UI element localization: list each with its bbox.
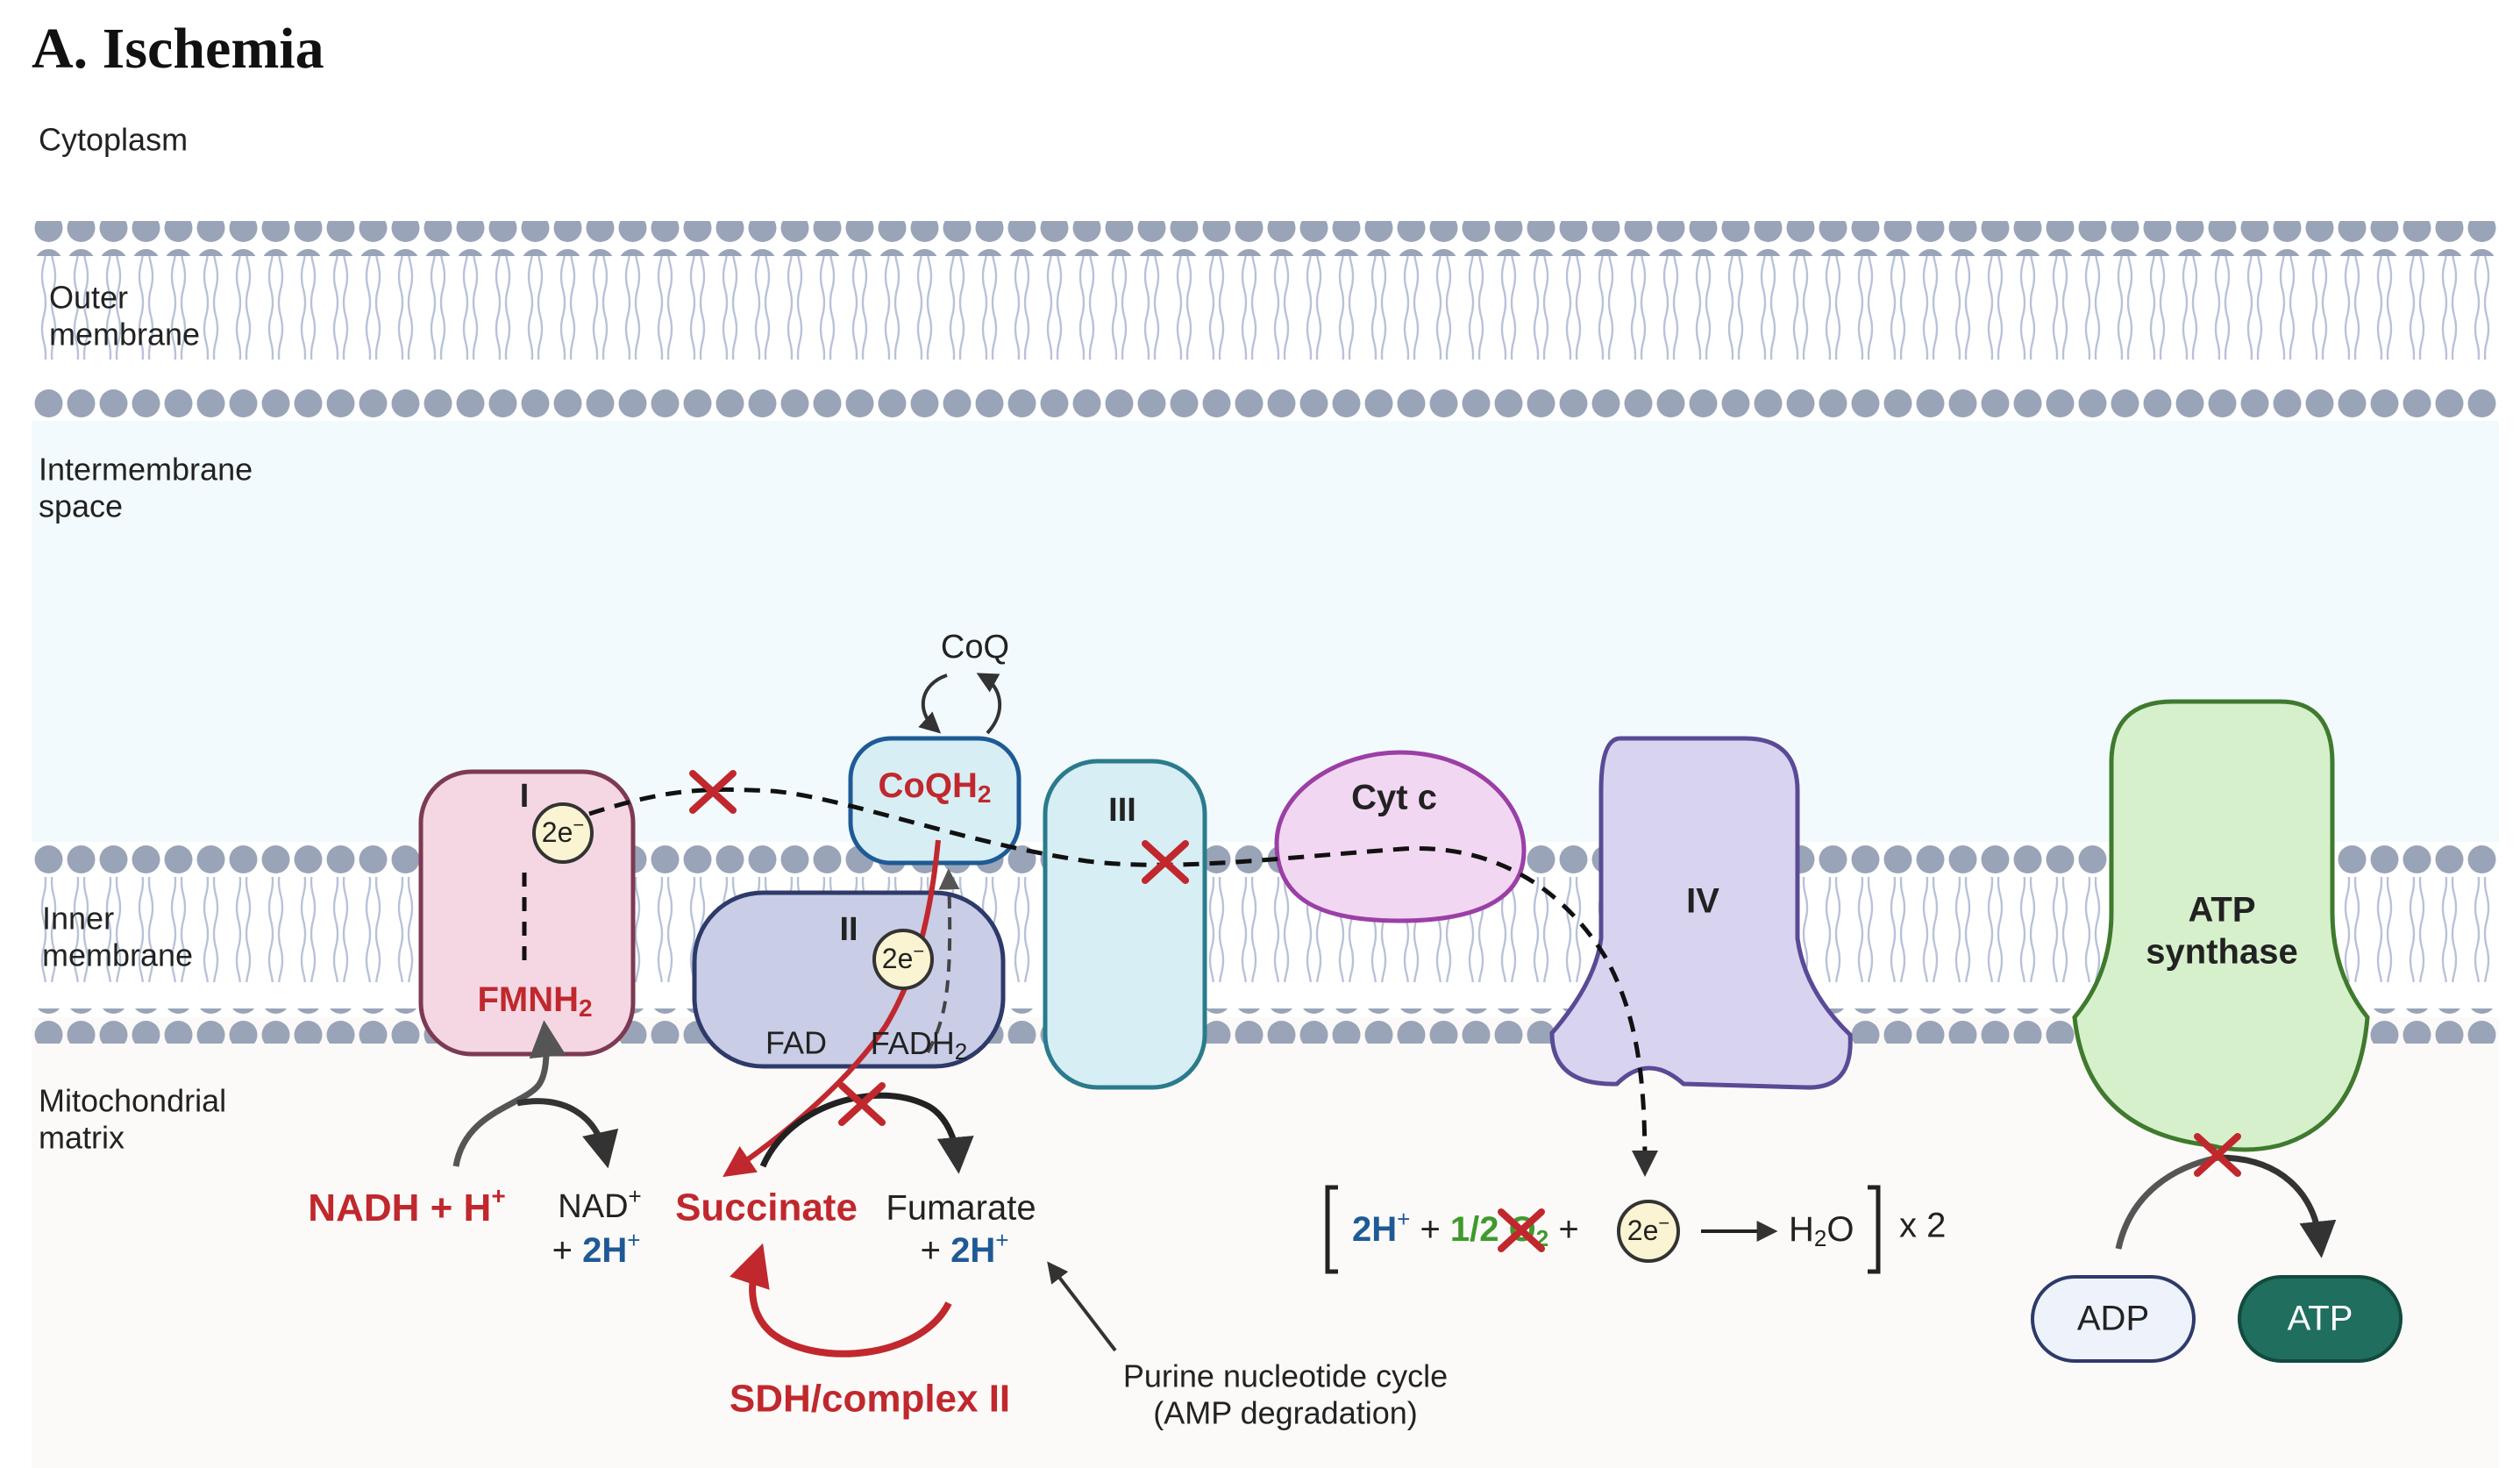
fad-label: FAD [765, 1025, 827, 1061]
electron-path-complex-ii [926, 868, 960, 1053]
svg-text:2e−: 2e− [542, 814, 584, 849]
label-inner-membrane-1: Inner [42, 901, 114, 937]
fmnh2-label: FMNH2 [477, 980, 592, 1023]
cytochrome-c: Cyt c [1274, 750, 1527, 923]
atp-synthase-label-2: synthase [2146, 933, 2297, 972]
purine-label-1: Purine nucleotide cycle [1123, 1358, 1448, 1394]
complex-i-label: I [520, 778, 530, 815]
nadh-label: NADH + H+ [308, 1182, 505, 1229]
sdh-label: SDH/complex II [730, 1378, 1010, 1421]
adp-pill: ADP [2031, 1275, 2196, 1363]
succinate-fumarate-arrow [759, 1092, 974, 1174]
oxygen-reduction-equation: 2H+ + 1/2 O2 + 2e− H2O x 2 [1325, 1185, 1946, 1274]
label-intermembrane-1: Intermembrane [39, 452, 253, 488]
label-matrix-1: Mitochondrial [39, 1083, 226, 1119]
sdh-cycle-arrow [730, 1243, 952, 1358]
electron-path-dashed [588, 787, 1658, 1177]
label-cytoplasm: Cytoplasm [39, 122, 188, 158]
atp-synthase: ATP synthase [2072, 699, 2370, 1152]
succinate-label: Succinate [675, 1187, 858, 1229]
fadh2-label: FADH2 [871, 1025, 967, 1065]
nadh-arrow-out [516, 1098, 619, 1169]
fumarate-label: Fumarate [886, 1189, 1036, 1228]
label-intermembrane-2: space [39, 488, 123, 524]
cyt-c-label: Cyt c [1351, 779, 1437, 817]
coq-label: CoQ [941, 629, 1009, 666]
atp-label: ATP [2288, 1300, 2353, 1338]
equation-times: x 2 [1899, 1207, 1946, 1245]
label-outer-membrane-2: membrane [49, 317, 200, 353]
electron-complex-i: 2e− [532, 802, 594, 864]
purine-arrow [1047, 1261, 1117, 1352]
adp-label: ADP [2077, 1300, 2149, 1338]
coq-cycle-arrow-right [976, 673, 1002, 735]
coqh2-label: CoQH2 [879, 766, 992, 809]
label-inner-membrane-2: membrane [42, 937, 193, 973]
svg-text:2e−: 2e− [882, 940, 924, 975]
label-outer-membrane-1: Outer [49, 280, 128, 316]
nad-label: NAD+ [558, 1183, 641, 1225]
complex-iii: III [1043, 759, 1207, 1090]
nad-2h-label: + 2H+ [552, 1227, 641, 1270]
equation-electron: 2e− [1627, 1212, 1669, 1247]
inhibition-x-complex-ii [838, 1082, 886, 1126]
atp-synthase-label-1: ATP [2188, 891, 2255, 930]
inhibition-x-complex-i-coq [689, 770, 737, 814]
complex-iv-label: IV [1686, 882, 1719, 921]
coq-cycle-arrow-left [918, 673, 948, 734]
atp-pill: ATP [2238, 1275, 2403, 1363]
matrix-band [32, 1017, 2499, 1468]
figure-title: A. Ischemia [32, 17, 324, 81]
inhibition-x-complex-iii [1142, 840, 1189, 884]
inhibition-x-oxygen [1498, 1208, 1545, 1252]
atp-arrow-out [2217, 1154, 2337, 1258]
complex-ii-label: II [839, 911, 858, 948]
label-matrix-2: matrix [39, 1120, 125, 1156]
purine-label-2: (AMP degradation) [1153, 1395, 1418, 1431]
atp-arrow-in [2115, 1154, 2219, 1250]
equation-water: H2O [1789, 1210, 1854, 1251]
inhibition-x-atp-synthase [2194, 1133, 2241, 1177]
nadh-arrow-up [452, 1020, 566, 1167]
outer-membrane [32, 221, 2499, 421]
intermembrane-space-band [32, 421, 2499, 842]
complex-ii: II [692, 890, 1006, 1069]
electron-complex-ii: 2e− [872, 929, 934, 990]
complex-iii-label: III [1108, 792, 1136, 829]
fumarate-2h-label: + 2H+ [921, 1227, 1009, 1270]
